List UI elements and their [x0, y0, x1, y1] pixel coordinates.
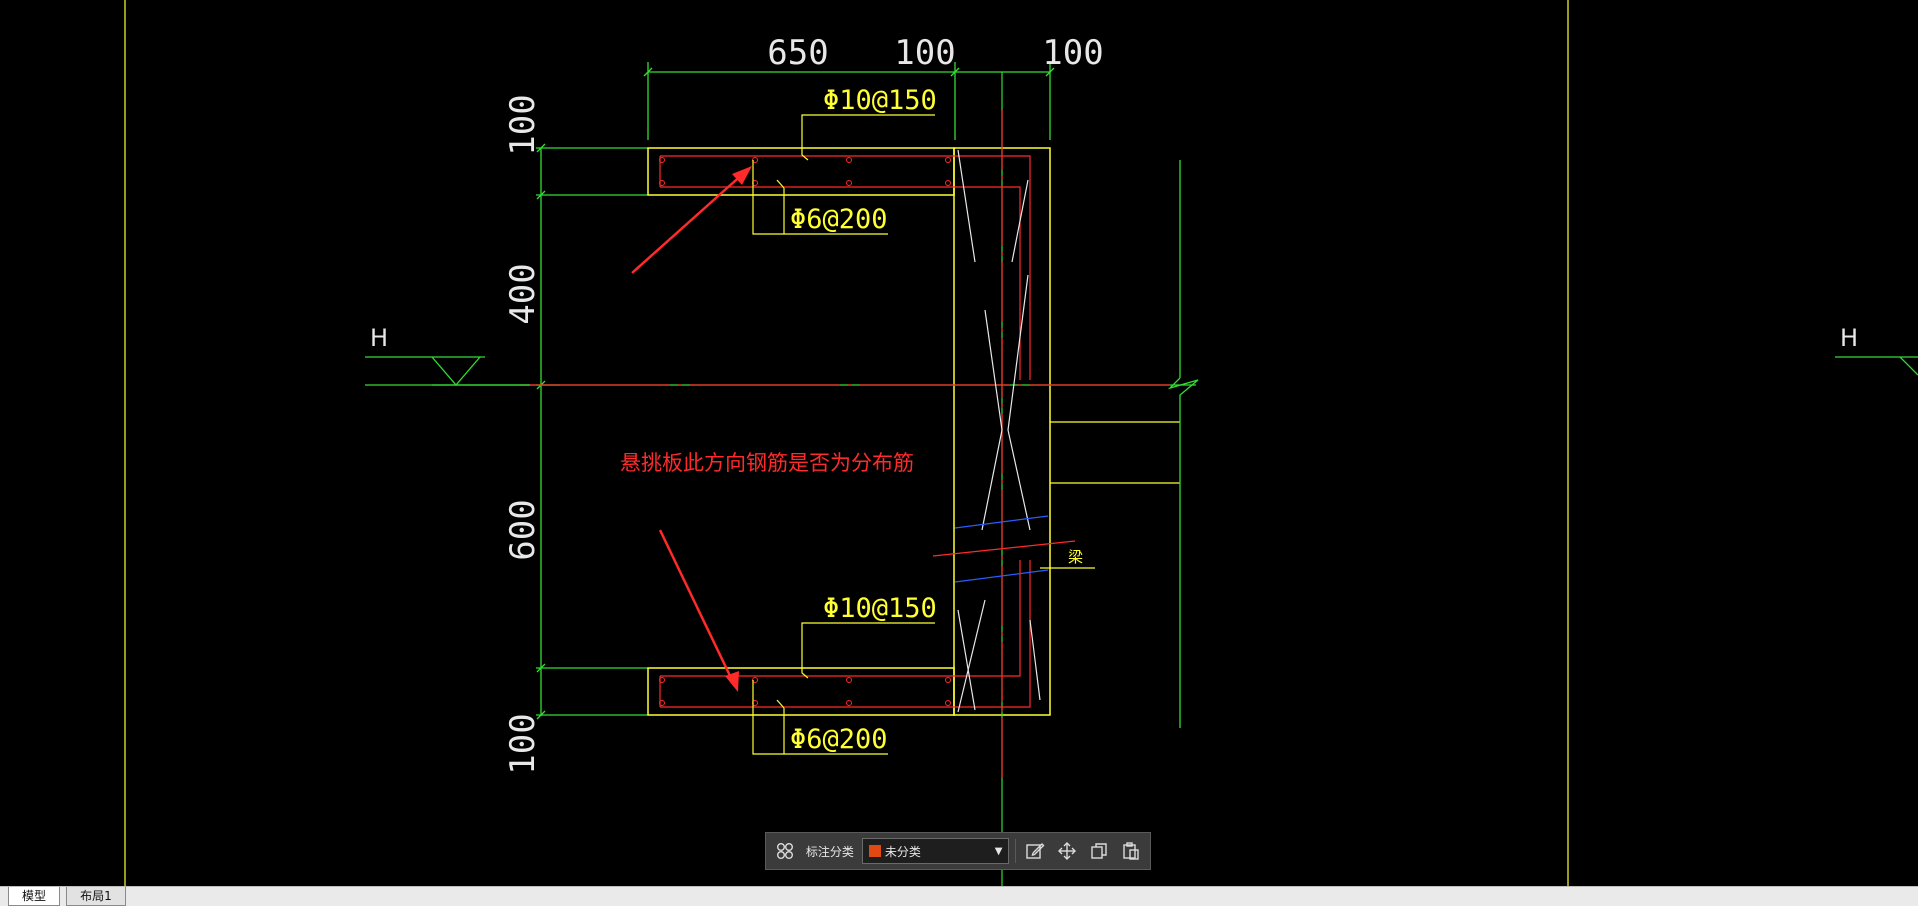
annotation-arrow-upper	[631, 166, 752, 274]
red-incline-line	[932, 540, 1076, 557]
move-icon[interactable]	[1054, 838, 1080, 864]
toolbar-separator	[1015, 839, 1017, 863]
rebar-leader-top-dist	[752, 160, 888, 235]
dim-left-100-bottom: 100	[503, 713, 543, 774]
wall-break-lines	[957, 149, 1041, 713]
rebar-dots-bottom	[659, 677, 951, 706]
annotation-note[interactable]: 悬挑板此方向钢筋是否为分布筋	[620, 451, 914, 475]
right-beam	[1050, 421, 1180, 484]
cad-drawing-canvas[interactable]: 650 100 100 100 400 600 100	[0, 0, 1918, 886]
level-symbol-left	[365, 356, 530, 386]
dim-left-400: 400	[503, 263, 543, 324]
dim-top-100-b: 100	[1042, 33, 1103, 73]
top-dimension	[643, 62, 1055, 140]
tab-layout1[interactable]: 布局1	[66, 887, 126, 906]
rebar-leader-bottom-dist	[752, 680, 888, 755]
rebar-label-bottom-dist: Φ6@200	[790, 724, 888, 755]
grid-icon[interactable]	[772, 838, 798, 864]
chevron-down-icon: ▼	[994, 845, 1003, 857]
rebar-label-bottom-main: Φ10@150	[823, 593, 937, 624]
left-dimension	[536, 143, 648, 720]
dim-left-600: 600	[503, 499, 543, 560]
blue-line-lower	[954, 569, 1049, 583]
category-dropdown[interactable]: 未分类 ▼	[861, 838, 1010, 864]
rebar-leader-bottom-main	[801, 622, 935, 679]
annotation-toolbar: 标注分类 未分类 ▼	[765, 832, 1151, 870]
category-label: 标注分类	[805, 844, 854, 859]
blue-line-upper	[954, 515, 1049, 529]
level-label-left: H	[370, 324, 388, 352]
right-edge-break	[1167, 377, 1199, 728]
dim-left-100-top: 100	[503, 94, 543, 155]
beam-mark-text: 梁	[1068, 548, 1083, 566]
edit-icon[interactable]	[1022, 838, 1048, 864]
dim-top-650: 650	[767, 33, 828, 73]
rebar-label-top-dist: Φ6@200	[790, 204, 888, 235]
category-color-swatch	[868, 845, 881, 857]
category-selected-value: 未分类	[884, 844, 921, 859]
rebar-bottom-slab	[659, 560, 1031, 708]
tab-model[interactable]: 模型	[8, 887, 60, 906]
level-label-right: H	[1840, 324, 1858, 352]
annotation-arrow-lower	[658, 529, 739, 692]
rebar-top-slab	[659, 155, 1031, 380]
copy-icon[interactable]	[1086, 838, 1112, 864]
layout-tab-bar: 模型 布局1	[0, 886, 1918, 906]
rebar-label-top-main: Φ10@150	[823, 85, 937, 116]
rebar-dots-top	[659, 157, 951, 186]
paste-icon[interactable]	[1118, 838, 1144, 864]
rebar-leader-top-main	[801, 114, 935, 161]
level-symbol-right	[1835, 356, 1918, 376]
dim-top-100-a: 100	[894, 33, 955, 73]
